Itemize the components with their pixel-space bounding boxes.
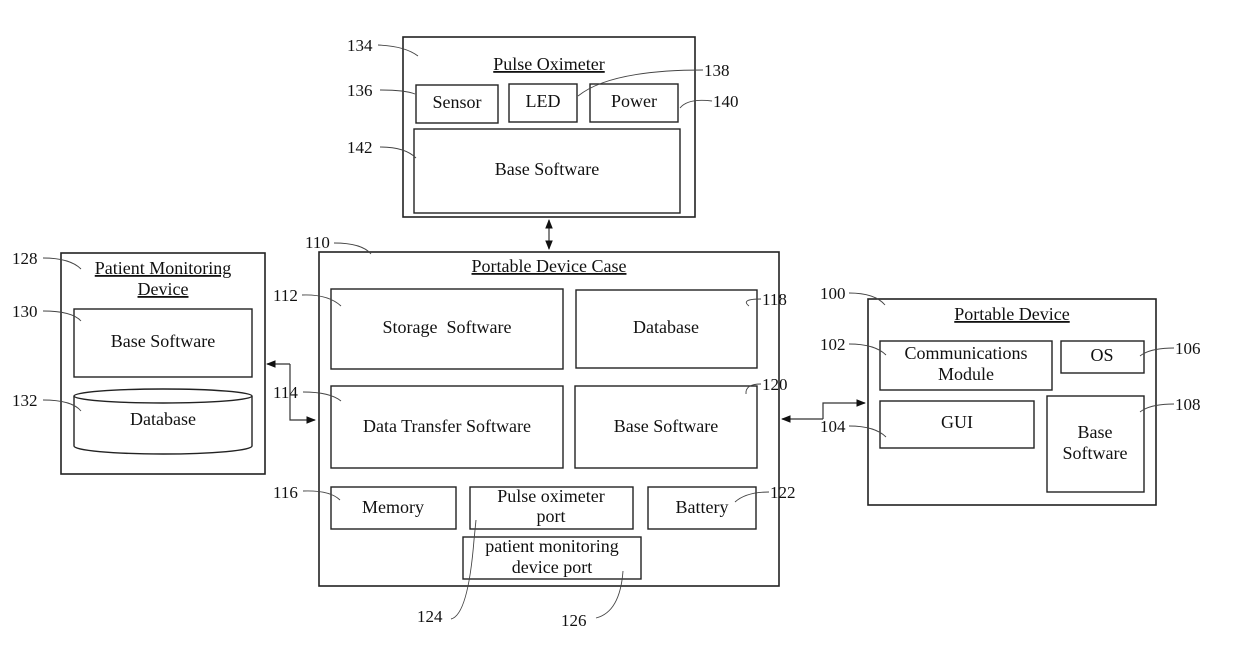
- ref-130: 130: [12, 302, 38, 321]
- ref-134: 134: [347, 36, 373, 55]
- ref-110: 110: [305, 233, 330, 252]
- pulse-oximeter-title: Pulse Oximeter: [493, 54, 604, 74]
- ref-116: 116: [273, 483, 298, 502]
- led-block: LED: [509, 84, 577, 122]
- power-label: Power: [611, 91, 657, 111]
- ref-106: 106: [1175, 339, 1201, 358]
- case-base-software-label: Base Software: [614, 416, 718, 436]
- pulse-oximeter-port-line1: Pulse oximeter: [497, 486, 604, 506]
- patient-monitoring-device-title-line1: Patient Monitoring: [95, 258, 232, 278]
- memory-label: Memory: [362, 497, 424, 517]
- memory-block: Memory: [331, 487, 456, 529]
- pmd-base-software-block: Base Software: [74, 309, 252, 377]
- pd-base-software-block: Base Software: [1047, 396, 1144, 492]
- ref-122: 122: [770, 483, 796, 502]
- case-base-software-block: Base Software: [575, 386, 757, 468]
- portable-device-title: Portable Device: [954, 304, 1069, 324]
- pd-base-software-line1: Base: [1078, 422, 1113, 442]
- patient-monitoring-device-port-line1: patient monitoring: [485, 536, 618, 556]
- pmd-base-software-label: Base Software: [111, 331, 215, 351]
- ref-140: 140: [713, 92, 739, 111]
- ref-118: 118: [762, 290, 787, 309]
- pulse-oximeter-port-line2: port: [537, 506, 566, 526]
- pulse-oximeter: Pulse Oximeter Sensor LED Power Base Sof…: [347, 36, 739, 217]
- battery-block: Battery: [648, 487, 756, 529]
- ref-114: 114: [273, 383, 298, 402]
- ref-128: 128: [12, 249, 38, 268]
- ref-120: 120: [762, 375, 788, 394]
- ref-104: 104: [820, 417, 846, 436]
- ref-136: 136: [347, 81, 373, 100]
- data-transfer-software-block: Data Transfer Software: [331, 386, 563, 468]
- ref-138: 138: [704, 61, 730, 80]
- portable-device: Portable Device Communications Module OS…: [820, 284, 1201, 505]
- ref-100: 100: [820, 284, 846, 303]
- case-database-block: Database: [576, 290, 757, 368]
- gui-label: GUI: [941, 412, 973, 432]
- ref-142: 142: [347, 138, 373, 157]
- data-transfer-software-label: Data Transfer Software: [363, 416, 531, 436]
- patient-monitoring-device-title-line2: Device: [138, 279, 189, 299]
- pulse-oximeter-port-block: Pulse oximeter port: [470, 486, 633, 529]
- communications-module-block: Communications Module: [880, 341, 1052, 390]
- case-database-label: Database: [633, 317, 699, 337]
- pmd-database-block: Database: [74, 389, 252, 454]
- ref-132: 132: [12, 391, 38, 410]
- ref-124: 124: [417, 607, 443, 626]
- pmd-database-label: Database: [130, 409, 196, 429]
- led-label: LED: [526, 91, 561, 111]
- pd-base-software-line2: Software: [1063, 443, 1128, 463]
- os-block: OS: [1061, 341, 1144, 373]
- portable-device-case-title: Portable Device Case: [472, 256, 627, 276]
- storage-software-block: Storage Software: [331, 289, 563, 369]
- os-label: OS: [1090, 345, 1113, 365]
- ref-102: 102: [820, 335, 846, 354]
- communications-module-line1: Communications: [905, 343, 1028, 363]
- po-base-software-label: Base Software: [495, 159, 599, 179]
- power-block: Power: [590, 84, 678, 122]
- pmd-database-cylinder-top: [74, 389, 252, 403]
- gui-block: GUI: [880, 401, 1034, 448]
- ref-108: 108: [1175, 395, 1201, 414]
- po-base-software-block: Base Software: [414, 129, 680, 213]
- portable-device-case: Portable Device Case Storage Software Da…: [273, 233, 796, 630]
- battery-label: Battery: [676, 497, 729, 517]
- storage-software-label: Storage Software: [383, 317, 512, 337]
- ref-112: 112: [273, 286, 298, 305]
- patient-monitoring-device-port-line2: device port: [512, 557, 592, 577]
- patient-monitoring-device-port-block: patient monitoring device port: [463, 536, 641, 579]
- sensor-label: Sensor: [433, 92, 482, 112]
- patient-monitoring-device: Patient Monitoring Device Base Software …: [12, 249, 265, 474]
- sensor-block: Sensor: [416, 85, 498, 123]
- ref-126: 126: [561, 611, 587, 630]
- communications-module-line2: Module: [938, 364, 994, 384]
